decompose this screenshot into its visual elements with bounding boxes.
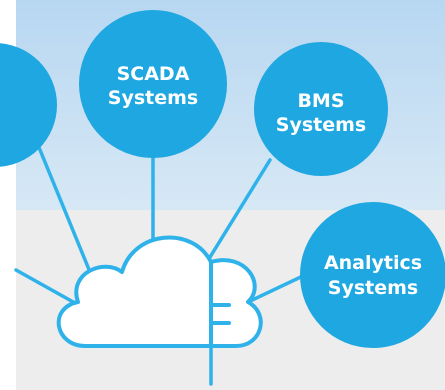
node-analytics: Analytics Systems bbox=[300, 202, 445, 348]
connector-lines bbox=[14, 143, 307, 386]
node-scada-label-line1: SCADA bbox=[117, 63, 190, 85]
node-scada-circle bbox=[79, 10, 227, 158]
node-analytics-label-line1: Analytics bbox=[324, 252, 422, 274]
connector-left bbox=[36, 143, 92, 274]
node-analytics-label-line2: Systems bbox=[328, 277, 418, 299]
connector-left-down bbox=[14, 268, 77, 305]
node-scada-label-line2: Systems bbox=[108, 87, 198, 109]
connector-analytics bbox=[244, 273, 307, 305]
node-bms-label-line1: BMS bbox=[297, 90, 344, 112]
node-bms-circle bbox=[254, 42, 388, 176]
node-scada: SCADA Systems bbox=[79, 10, 227, 158]
node-bms: BMS Systems bbox=[254, 42, 388, 176]
node-analytics-circle bbox=[300, 202, 445, 348]
connector-bms bbox=[205, 158, 272, 264]
plug-icon bbox=[209, 260, 231, 348]
cloud-icon bbox=[56, 235, 263, 348]
node-bms-label-line2: Systems bbox=[276, 114, 366, 136]
node-left-partial bbox=[0, 43, 57, 167]
